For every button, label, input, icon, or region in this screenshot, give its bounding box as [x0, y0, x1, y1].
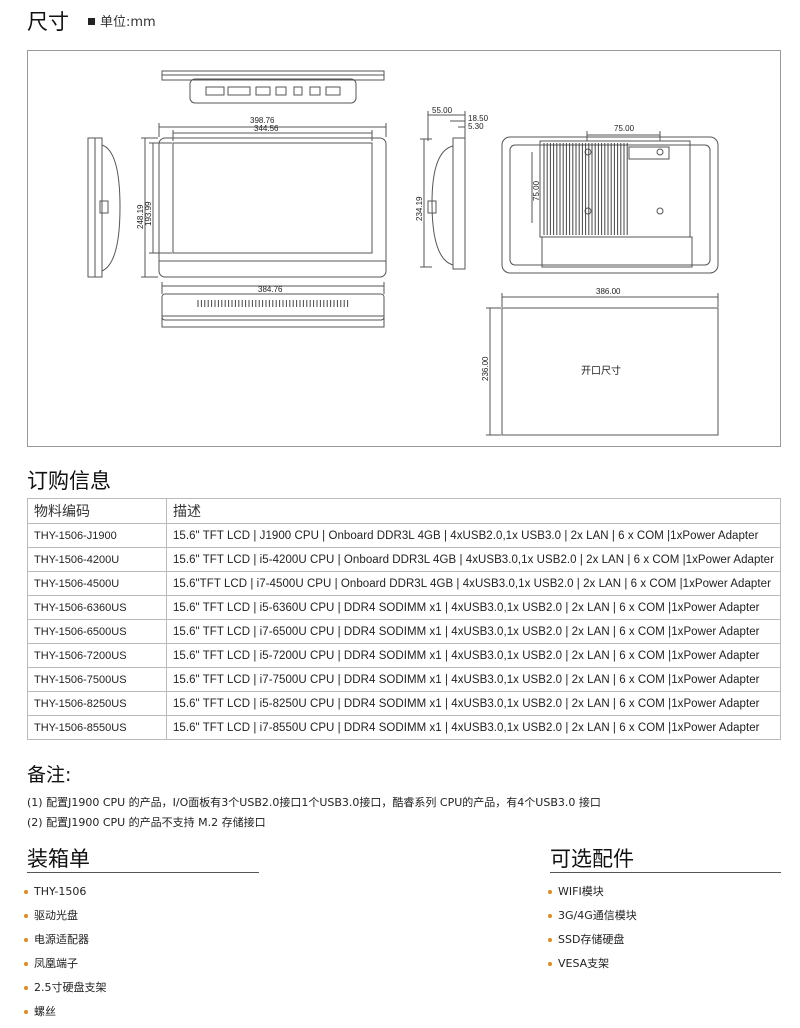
- drawing-svg: 398.76 344.56 248.19 193.99 55.00 18.50 …: [87, 70, 719, 436]
- cutout-label: 开口尺寸: [581, 364, 621, 377]
- dim-cutout-width: 386.00: [596, 287, 621, 296]
- dim-cutout-height: 236.00: [481, 356, 490, 381]
- part-number-cell: THY-1506-4200U: [27, 547, 167, 572]
- dim-side-depth: 55.00: [432, 106, 453, 115]
- packing-title: 装箱单: [27, 847, 90, 871]
- part-number-cell: THY-1506-8250US: [27, 691, 167, 716]
- bullet-icon: [24, 890, 28, 894]
- bullet-icon: [24, 914, 28, 918]
- description-cell: 15.6" TFT LCD | J1900 CPU | Onboard DDR3…: [165, 523, 782, 548]
- description-cell: 15.6" TFT LCD | i7-8550U CPU | DDR4 SODI…: [165, 715, 782, 740]
- dim-side-height: 234.19: [415, 196, 424, 221]
- part-number-cell: THY-1506-6500US: [27, 619, 167, 644]
- part-number-cell: THY-1506-7200US: [27, 643, 167, 668]
- dim-side-b: 5.30: [468, 122, 484, 131]
- description-cell: 15.6" TFT LCD | i5-8250U CPU | DDR4 SODI…: [165, 691, 782, 716]
- list-item: VESA支架: [548, 956, 637, 980]
- list-item-text: 电源适配器: [34, 933, 89, 946]
- packing-list: THY-1506 驱动光盘电源适配器凤凰端子 2.5寸硬盘支架螺丝: [24, 884, 107, 1028]
- dimensions-title: 尺寸: [27, 10, 69, 34]
- list-item-text: 驱动光盘: [34, 909, 78, 922]
- bullet-icon: [548, 938, 552, 942]
- dim-height-inner: 193.99: [144, 201, 153, 226]
- list-item-text: THY-1506: [34, 885, 87, 898]
- unit-text: 单位:mm: [100, 15, 156, 30]
- description-cell: 15.6" TFT LCD | i5-4200U CPU | Onboard D…: [165, 547, 782, 572]
- bullet-icon: [548, 914, 552, 918]
- list-item: THY-1506: [24, 884, 107, 908]
- options-title: 可选配件: [550, 847, 634, 871]
- dim-height-outer: 248.19: [136, 204, 145, 229]
- description-cell: 15.6" TFT LCD | i5-6360U CPU | DDR4 SODI…: [165, 595, 782, 620]
- description-cell: 15.6"TFT LCD | i7-4500U CPU | Onboard DD…: [165, 571, 782, 596]
- list-item-text: 3G/4G通信模块: [558, 909, 637, 922]
- dim-side-a: 18.50: [468, 114, 489, 123]
- part-number-cell: THY-1506-6360US: [27, 595, 167, 620]
- heatsink-fins: [543, 143, 628, 235]
- list-item: 凤凰端子: [24, 956, 107, 980]
- packing-divider: [27, 872, 259, 873]
- dimension-labels: 398.76 344.56 248.19 193.99 55.00 18.50 …: [136, 106, 635, 381]
- list-item-text: VESA支架: [558, 957, 610, 970]
- bullet-icon: [24, 962, 28, 966]
- bottom-vents: [197, 300, 349, 307]
- drawing-lines: [87, 70, 719, 436]
- bullet-icon: [548, 890, 552, 894]
- list-item: 3G/4G通信模块: [548, 908, 637, 932]
- ordering-title: 订购信息: [27, 469, 111, 493]
- part-number-cell: THY-1506-J1900: [27, 523, 167, 548]
- list-item: 2.5寸硬盘支架: [24, 980, 107, 1004]
- description-cell: 15.6" TFT LCD | i5-7200U CPU | DDR4 SODI…: [165, 643, 782, 668]
- options-divider: [550, 872, 781, 873]
- dim-rear-horizontal: 75.00: [614, 124, 635, 133]
- list-item: SSD存储硬盘: [548, 932, 637, 956]
- dim-bottom-width: 384.76: [258, 285, 283, 294]
- dim-rear-vertical: 75.00: [532, 180, 541, 201]
- note-1: (1) 配置J1900 CPU 的产品，I/O面板有3个USB2.0接口1个US…: [27, 796, 601, 809]
- dimension-drawing: 398.76 344.56 248.19 193.99 55.00 18.50 …: [27, 50, 781, 447]
- notes-title: 备注:: [27, 764, 72, 786]
- bullet-icon: [24, 938, 28, 942]
- part-number-cell: THY-1506-8550US: [27, 715, 167, 740]
- bullet-icon: [24, 986, 28, 990]
- part-number-cell: THY-1506-4500U: [27, 571, 167, 596]
- col-part-number: 物料编码: [27, 498, 167, 524]
- note-2: (2) 配置J1900 CPU 的产品不支持 M.2 存储接口: [27, 816, 266, 829]
- list-item-text: SSD存储硬盘: [558, 933, 625, 946]
- list-item: WIFI模块: [548, 884, 637, 908]
- bullet-icon: [24, 1010, 28, 1014]
- description-cell: 15.6" TFT LCD | i7-7500U CPU | DDR4 SODI…: [165, 667, 782, 692]
- description-cell: 15.6" TFT LCD | i7-6500U CPU | DDR4 SODI…: [165, 619, 782, 644]
- list-item: 电源适配器: [24, 932, 107, 956]
- unit-label: 单位:mm: [88, 11, 156, 30]
- list-item: 驱动光盘: [24, 908, 107, 932]
- col-description: 描述: [165, 498, 782, 524]
- dim-inner-width: 344.56: [254, 124, 279, 133]
- options-list: WIFI模块 3G/4G通信模块 SSD存储硬盘 VESA支架: [548, 884, 637, 980]
- list-item-text: 2.5寸硬盘支架: [34, 981, 107, 994]
- table-header-row: 物料编码 描述: [27, 498, 782, 524]
- list-item: 螺丝: [24, 1004, 107, 1028]
- part-number-cell: THY-1506-7500US: [27, 667, 167, 692]
- list-item-text: 凤凰端子: [34, 957, 78, 970]
- bullet-icon: [548, 962, 552, 966]
- dim-top-width: 398.76: [250, 116, 275, 125]
- list-item-text: WIFI模块: [558, 885, 604, 898]
- square-bullet-icon: [88, 18, 95, 25]
